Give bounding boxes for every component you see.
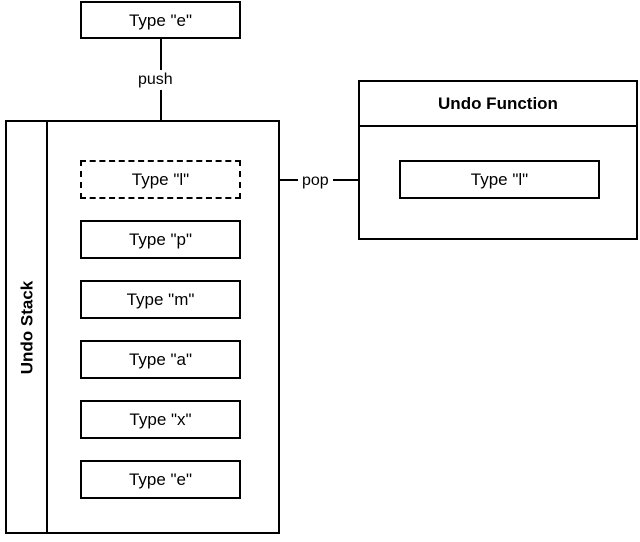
undo-function-title: Undo Function xyxy=(360,82,636,127)
push-edge-label: push xyxy=(134,70,177,90)
stack-item: Type "x" xyxy=(80,400,241,439)
pop-edge-label: pop xyxy=(298,171,333,191)
undo-stack-label: Undo Stack xyxy=(17,280,36,374)
stack-item-top: Type "l" xyxy=(80,160,241,199)
stack-item-bottom: Type "e" xyxy=(80,460,241,499)
undo-function-action-node: Type "l" xyxy=(399,160,600,199)
stack-item: Type "m" xyxy=(80,280,241,319)
incoming-action-node: Type "e" xyxy=(80,1,241,39)
undo-stack-label-cell: Undo Stack xyxy=(7,122,48,532)
stack-item: Type "a" xyxy=(80,340,241,379)
stack-item: Type "p" xyxy=(80,220,241,259)
